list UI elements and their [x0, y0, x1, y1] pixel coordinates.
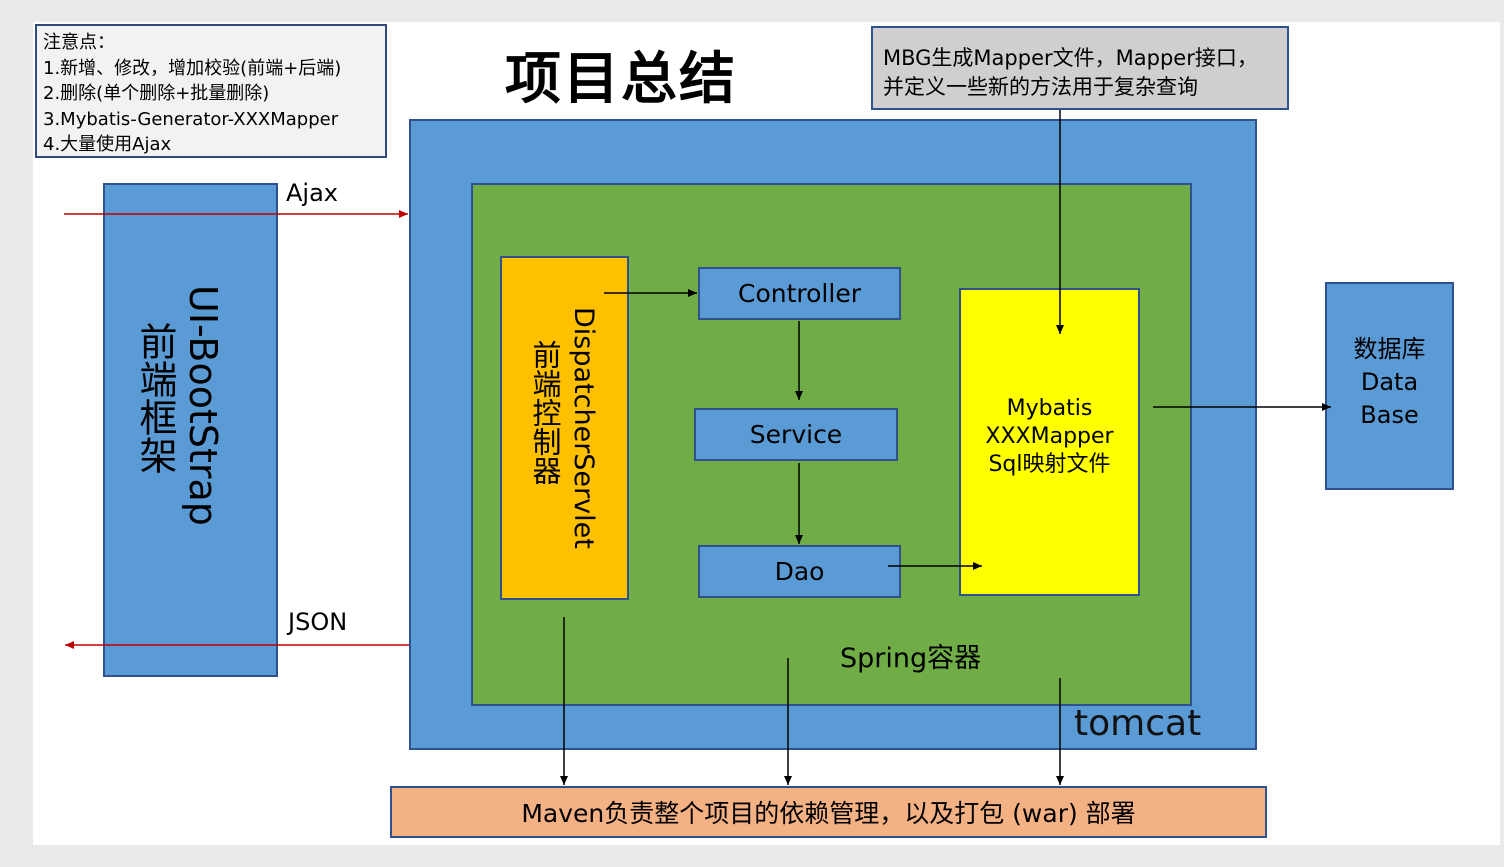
- dispatcher-label-cn: 前端控制器: [528, 340, 562, 485]
- ajax-label: Ajax: [286, 179, 338, 207]
- database-line-2: Data: [1360, 367, 1419, 396]
- mybatis-mapper-box: [959, 288, 1140, 596]
- mbg-line-1: MBG生成Mapper文件，Mapper接口，: [883, 46, 1258, 70]
- mybatis-line-3: Sql映射文件: [988, 452, 1111, 477]
- tomcat-label: tomcat: [1074, 703, 1202, 744]
- notes-line: 2.删除(单个删除+批量删除): [43, 83, 270, 104]
- database-line-1: 数据库: [1353, 334, 1426, 363]
- service-box: Service: [694, 408, 898, 461]
- notes-line: 1.新增、修改，增加校验(前端+后端): [43, 57, 342, 79]
- mybatis-line-2: XXXMapper: [985, 424, 1114, 449]
- notes-line: 3.Mybatis-Generator-XXXMapper: [43, 108, 339, 130]
- mbg-line-2: 并定义一些新的方法用于复杂查询: [883, 75, 1198, 99]
- mybatis-mapper-label: Mybatis XXXMapper Sql映射文件: [959, 395, 1140, 479]
- database-line-3: Base: [1360, 400, 1419, 429]
- notes-line: 注意点：: [43, 32, 115, 53]
- notes-line: 4.大量使用Ajax: [43, 134, 172, 155]
- mbg-note-box: MBG生成Mapper文件，Mapper接口， 并定义一些新的方法用于复杂查询: [871, 26, 1289, 110]
- page-title: 项目总结: [505, 47, 737, 112]
- dao-box: Dao: [698, 545, 901, 598]
- notes-box: 注意点： 1.新增、修改，增加校验(前端+后端) 2.删除(单个删除+批量删除)…: [35, 24, 387, 158]
- controller-box: Controller: [698, 267, 901, 320]
- database-box: 数据库 Data Base: [1325, 282, 1454, 490]
- json-label: JSON: [288, 608, 348, 636]
- ui-framework-label-en: UI-BootStrap: [181, 285, 225, 526]
- mybatis-line-1: Mybatis: [1006, 396, 1093, 421]
- ui-framework-label-cn: 前端框架: [133, 322, 177, 474]
- ui-framework-box: [103, 183, 278, 677]
- dispatcher-label-en: DispatcherServlet: [568, 307, 599, 549]
- spring-container-label: Spring容器: [840, 643, 982, 674]
- maven-box: Maven负责整个项目的依赖管理，以及打包 (war) 部署: [390, 786, 1267, 838]
- dispatcher-servlet-box: [500, 256, 629, 600]
